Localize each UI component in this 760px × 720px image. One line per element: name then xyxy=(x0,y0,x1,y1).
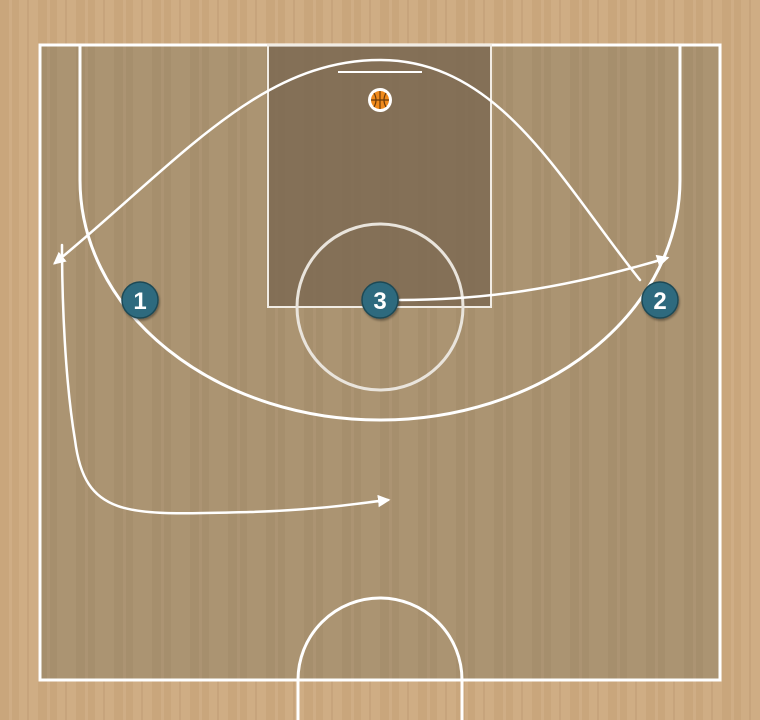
player-2: 2 xyxy=(641,281,679,319)
player-2-label: 2 xyxy=(653,288,666,315)
cut-path-3 xyxy=(398,254,670,302)
free-throw-circle xyxy=(295,222,465,392)
player-1-label: 1 xyxy=(133,288,146,315)
player-1: 1 xyxy=(121,281,159,319)
basketball-icon xyxy=(368,88,392,112)
movements xyxy=(53,58,670,515)
cut-path-1 xyxy=(53,58,642,282)
center-circle xyxy=(296,596,464,720)
player-3: 3 xyxy=(361,281,399,319)
player-3-label: 3 xyxy=(373,288,386,315)
paint-area xyxy=(268,45,491,307)
cut-path-2 xyxy=(60,243,391,515)
